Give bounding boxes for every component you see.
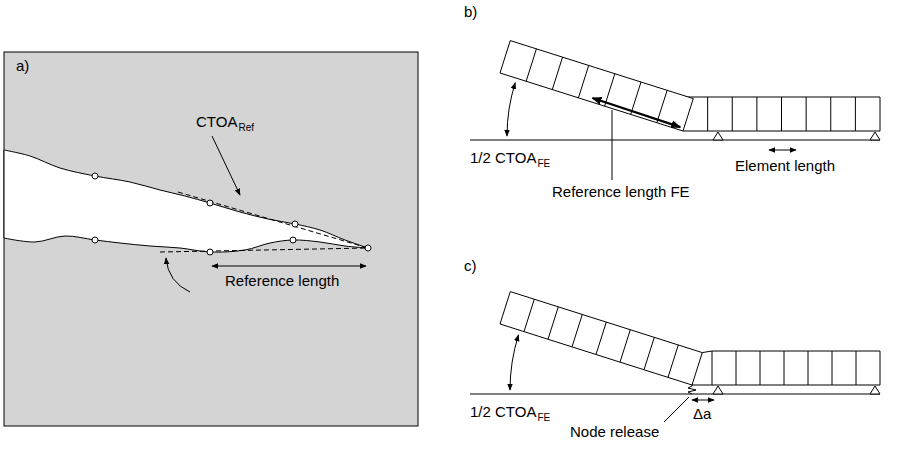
element-divider	[832, 351, 833, 385]
measure-point	[207, 249, 213, 255]
element-divider	[855, 97, 856, 131]
element-divider	[548, 307, 558, 339]
measure-point	[290, 237, 296, 243]
element-divider	[781, 97, 782, 131]
dimension-label: Element length	[735, 158, 835, 175]
specimen-plate	[4, 52, 418, 426]
roller-support	[870, 386, 880, 394]
release-spring	[688, 385, 696, 394]
leader-arrow	[166, 258, 190, 292]
panel-c	[470, 292, 880, 422]
measure-point	[292, 221, 298, 227]
subscript: Ref	[238, 122, 254, 133]
dimension-label: Δa	[693, 406, 711, 423]
mesh-edge	[702, 351, 712, 353]
element-divider	[760, 351, 761, 385]
angle-label: CTOA	[196, 114, 237, 131]
panel-letter: b)	[464, 4, 477, 21]
measure-point	[207, 200, 213, 206]
panel-letter: c)	[464, 258, 477, 275]
dimension-arrow	[212, 266, 366, 267]
measure-point	[92, 237, 98, 243]
element-divider	[657, 90, 667, 122]
dimension-label: Reference length	[225, 273, 339, 290]
dashed-reference-line	[178, 192, 368, 248]
element-divider	[620, 330, 630, 362]
symmetry-line	[470, 394, 880, 395]
element-divider	[644, 337, 654, 369]
leader-line	[612, 110, 613, 180]
element-divider	[572, 314, 582, 346]
reference-length-arrow	[593, 98, 681, 127]
leader-line	[664, 397, 689, 422]
element-divider	[830, 97, 831, 131]
element-divider	[605, 74, 615, 106]
reference-length-label: Reference length FE	[552, 184, 690, 201]
subscript: FE	[537, 412, 550, 423]
roller-support	[870, 132, 880, 140]
measure-point	[92, 173, 98, 179]
subscript: FE	[537, 158, 550, 169]
element-divider	[526, 49, 536, 81]
element-divider	[578, 65, 588, 97]
element-divider	[524, 299, 534, 331]
element-divider	[856, 351, 857, 385]
angle-arrow	[507, 83, 515, 136]
panel-b	[470, 41, 880, 180]
element-divider	[756, 97, 757, 131]
mesh-edge	[692, 385, 712, 386]
element-divider	[631, 82, 641, 114]
angle-label: 1/2 CTOA	[470, 404, 536, 421]
element-divider	[808, 351, 809, 385]
angle-label: 1/2 CTOA	[470, 150, 536, 167]
measure-point	[365, 245, 371, 251]
dashed-reference-line	[160, 248, 368, 252]
element-divider	[707, 97, 708, 131]
panel-a	[4, 52, 418, 426]
crack-opening	[4, 150, 368, 252]
angle-arrow	[510, 335, 519, 390]
element-divider	[668, 345, 678, 377]
element-divider	[736, 351, 737, 385]
dimension-arrow	[692, 400, 714, 401]
deformed-mesh	[500, 41, 693, 131]
callout-label: Node release	[570, 424, 659, 441]
roller-support	[713, 132, 723, 140]
undeformed-mesh	[712, 351, 880, 385]
element-divider	[596, 322, 606, 354]
deformed-mesh	[500, 292, 702, 385]
panel-letter: a)	[16, 58, 29, 75]
leader-arrow	[212, 136, 240, 195]
undeformed-mesh	[683, 97, 880, 131]
roller-support	[713, 386, 723, 394]
symmetry-line	[470, 140, 880, 141]
element-divider	[732, 97, 733, 131]
dimension-arrow	[769, 150, 796, 151]
element-divider	[806, 97, 807, 131]
element-divider	[784, 351, 785, 385]
element-divider	[552, 57, 562, 89]
